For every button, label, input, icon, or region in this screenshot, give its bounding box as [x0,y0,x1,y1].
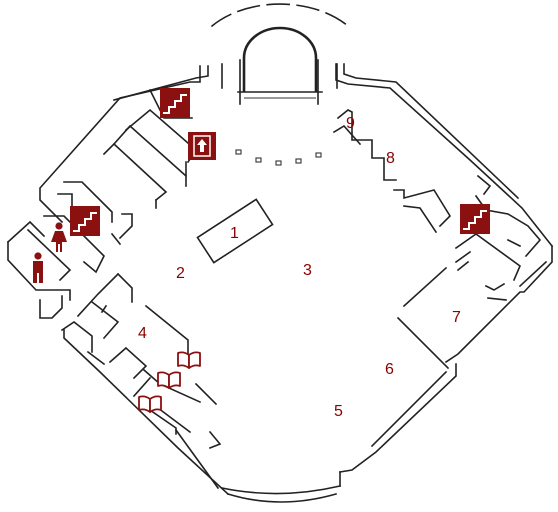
entrance-rotunda [210,3,350,105]
right-wing-rooms [332,109,542,370]
room-label-4[interactable]: 4 [138,325,147,342]
left-wing-rooms [6,88,222,450]
stairs-icon [460,204,490,234]
central-desk [196,198,274,264]
book-icon [177,351,201,369]
room-label-7[interactable]: 7 [452,309,461,326]
room-label-3[interactable]: 3 [303,262,312,279]
book-icon [157,371,181,389]
book-icon [138,395,162,413]
room-label-9[interactable]: 9 [346,115,355,132]
elevator-up-icon [188,132,216,160]
stairs-icon [160,88,190,118]
outer-walls [39,63,554,503]
column-arc [235,149,322,166]
room-label-6[interactable]: 6 [385,361,394,378]
room-label-8[interactable]: 8 [386,150,395,167]
room-label-2[interactable]: 2 [176,265,185,282]
women-restroom-icon [51,222,67,252]
stairs-icon [70,206,100,236]
room-label-5[interactable]: 5 [334,403,343,420]
room-label-1[interactable]: 1 [230,225,239,242]
men-restroom-icon [33,252,43,283]
